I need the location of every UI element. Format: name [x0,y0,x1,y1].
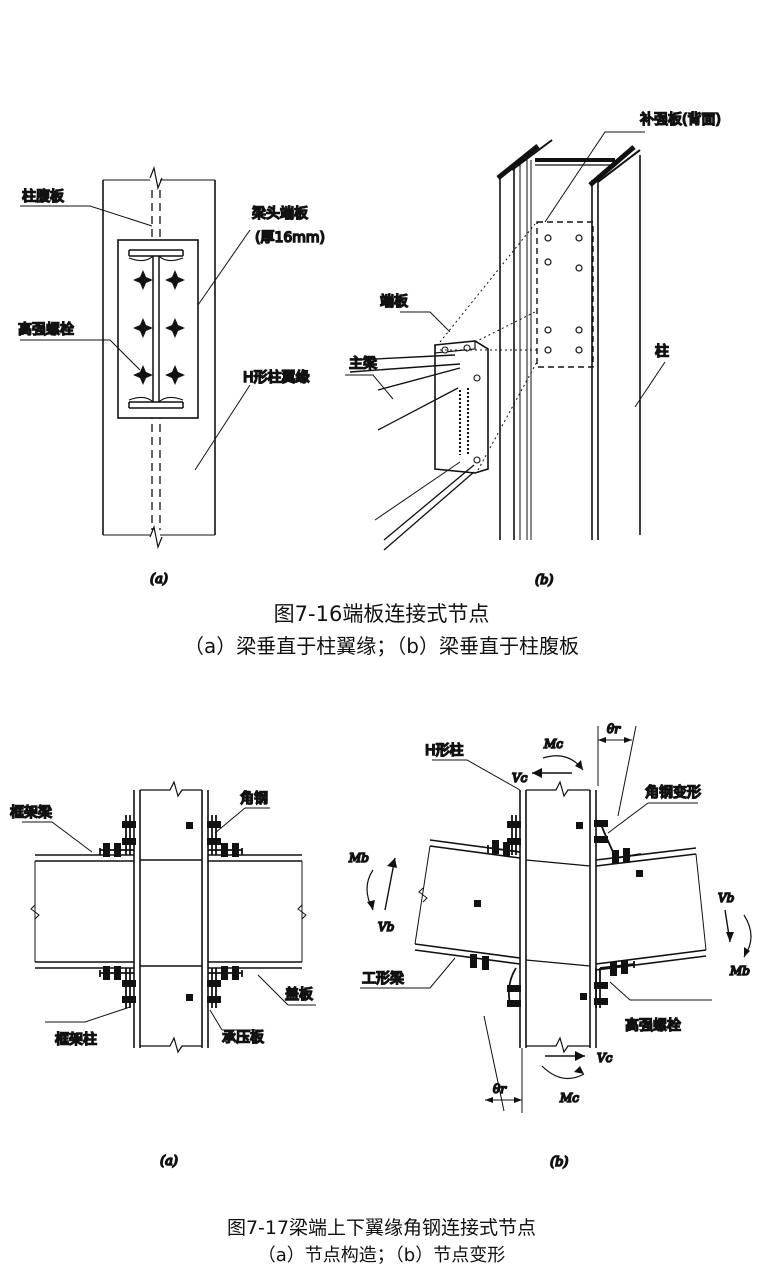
sublabel-716a: (a) [150,572,168,587]
label-column-web: 柱腹板 [22,188,64,205]
label-vc-top: Vc [512,771,528,785]
label-end-plate: 梁头端板 [252,206,308,222]
label-angle: 角钢 [240,791,268,807]
label-hs-bolt-b: 高强螺栓 [625,1017,681,1034]
fig716-caption-sub: （a）梁垂直于柱翼缘；（b）梁垂直于柱腹板 [184,634,579,658]
fig717-caption-sub: （a）节点构造；（b）节点变形 [257,1245,506,1266]
label-main-beam: 主梁 [349,356,377,372]
fig717b-drawing [360,725,752,1113]
label-mb-left: Mb [348,851,369,865]
fig717-caption-title: 图7-17梁端上下翼缘角钢连接式节点 [226,1217,537,1239]
label-cover-plate: 盖板 [285,987,313,1003]
label-vb-right: Vb [718,891,734,905]
label-angle-deform: 角钢变形 [645,785,701,801]
label-column: 柱 [655,344,669,360]
fig716-caption-title: 图7-16端板连接式节点 [273,602,490,626]
label-hs-bolt: 高强螺栓 [18,321,74,338]
fig716a-drawing [20,165,251,550]
fig717a-drawing [22,780,316,1054]
label-end-plate-thickness: (厚16mm) [255,230,325,246]
sublabel-716b: (b) [535,573,553,588]
label-h-flange: H形柱翼缘 [243,370,310,386]
label-theta-bottom: θr [493,1082,507,1096]
label-stiffener: 补强板(背面) [640,112,721,128]
label-theta-top: θr [607,722,621,736]
sublabel-717b: (b) [550,1155,568,1170]
label-mc-bottom: Mc [559,1091,579,1105]
sublabel-717a: (a) [160,1154,178,1169]
label-i-beam: 工形梁 [362,971,404,987]
label-mb-right: Mb [729,964,750,978]
label-mc-top: Mc [543,737,563,751]
label-bearing-plate: 承压板 [222,1030,264,1046]
fig716b-drawing [345,131,666,551]
label-h-column: H形柱 [425,743,464,759]
label-frame-column: 框架柱 [55,1032,97,1048]
label-vc-bottom: Vc [597,1051,613,1065]
label-end-plate-b: 端板 [380,294,408,310]
label-frame-beam: 框架梁 [10,805,52,821]
label-vb-left: Vb [378,920,394,934]
